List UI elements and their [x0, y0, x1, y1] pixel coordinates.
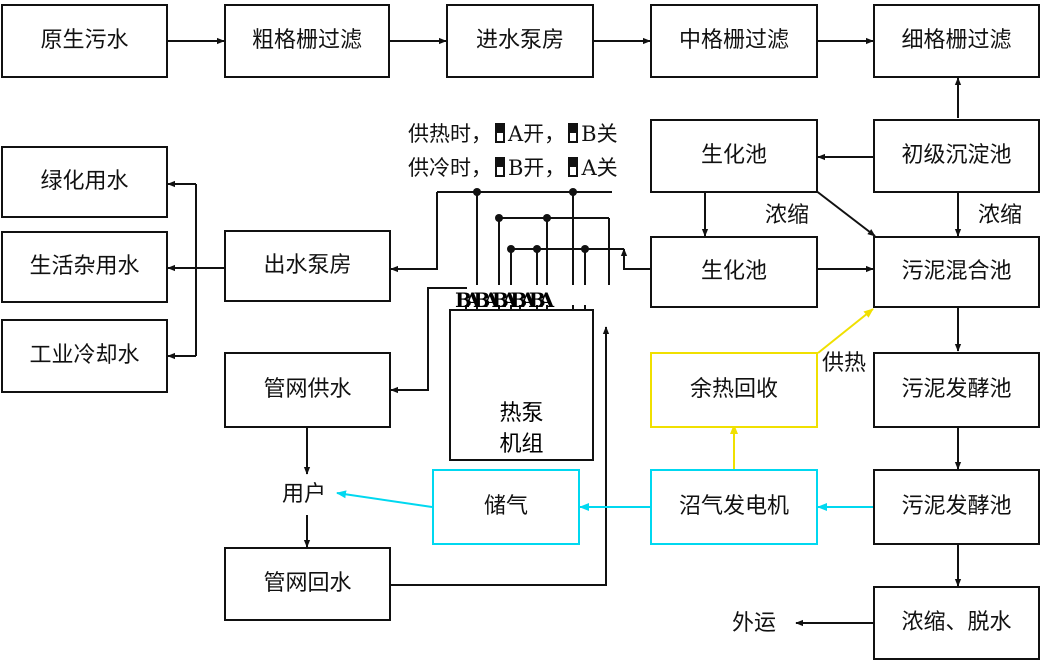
- legend-cooling: 供冷时， B开， A关: [408, 157, 618, 179]
- fine-screen-box: 细格栅过滤: [873, 4, 1040, 78]
- valve-icon: [495, 157, 505, 177]
- pipe-supply-box: 管网供水: [224, 352, 391, 428]
- legend-heating: 供热时， A开， B关: [408, 123, 618, 145]
- coarse-screen-box: 粗格栅过滤: [224, 4, 390, 78]
- heat-pump-label-line2: 机组: [499, 431, 544, 457]
- legend-heating-open: A开，: [508, 122, 566, 146]
- heat-pump-label: 热泵 机组: [451, 399, 592, 461]
- arrow-header-to-outlet-pump: [390, 192, 438, 273]
- sludge-ferment-2-box: 污泥发酵池: [873, 469, 1040, 545]
- export-label: 外运: [732, 611, 777, 636]
- green-water-box: 绿化用水: [1, 146, 168, 218]
- cooling-water-box: 工业冷却水: [1, 319, 168, 393]
- valve-icon: [568, 157, 579, 177]
- biogas-generator-box: 沼气发电机: [650, 469, 818, 545]
- arrow-heat-recovery-to-mix: [817, 308, 874, 354]
- gas-storage-box: 储气: [432, 469, 580, 545]
- domestic-water-box: 生活杂用水: [1, 231, 168, 303]
- primary-clarifier-box: 初级沉淀池: [873, 119, 1040, 193]
- legend-cooling-close: A关: [581, 156, 618, 180]
- thicken-dewater-box: 浓缩、脱水: [873, 586, 1040, 660]
- medium-screen-box: 中格栅过滤: [650, 4, 818, 78]
- arrow-header-to-pipe-supply: [390, 287, 467, 394]
- legend-heating-prefix: 供热时，: [408, 122, 492, 146]
- thicken-label-2: 浓缩: [978, 203, 1023, 228]
- thicken-label-1: 浓缩: [765, 203, 810, 228]
- valve-icon: [568, 123, 579, 143]
- valve-icon: [495, 123, 505, 143]
- pipe-return-box: 管网回水: [224, 547, 391, 621]
- raw-sewage-box: 原生污水: [1, 4, 168, 78]
- heat-supply-label: 供热: [822, 351, 867, 376]
- arrow-bio1-to-mix: [814, 189, 876, 237]
- bio-tank-1-box: 生化池: [650, 119, 818, 193]
- sludge-ferment-1-box: 污泥发酵池: [873, 352, 1040, 428]
- arrow-bio2-to-header: [620, 248, 650, 270]
- heat-pump-label-line1: 热泵: [499, 401, 544, 426]
- arrow-pipe-return-to-heatpump: [391, 326, 610, 586]
- bio-tank-2-box: 生化池: [650, 236, 818, 308]
- outlet-pump-box: 出水泵房: [224, 230, 391, 302]
- legend-heating-close: B关: [581, 122, 618, 146]
- arrow-storage-to-user: [336, 490, 433, 508]
- user-label: 用户: [282, 482, 327, 507]
- inlet-pump-box: 进水泵房: [446, 4, 594, 78]
- legend-cooling-open: B开，: [508, 156, 566, 180]
- heat-pump-unit: 热泵 机组: [449, 309, 594, 461]
- heat-recovery-box: 余热回收: [650, 352, 818, 428]
- legend-cooling-prefix: 供冷时，: [408, 156, 492, 180]
- valve-labels: BABABABABA: [455, 288, 554, 312]
- sludge-mix-box: 污泥混合池: [873, 236, 1040, 308]
